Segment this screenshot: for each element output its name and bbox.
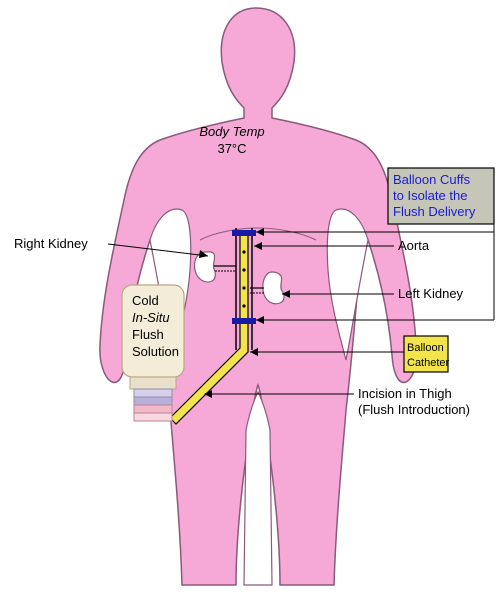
body-temp-label: Body Temp [199,124,264,139]
balloon-cuffs-line-1: Balloon Cuffs [393,172,471,187]
bottle-line-1: Cold [132,293,159,308]
leg-gap [244,392,272,585]
balloon-catheter-line-1: Balloon [407,342,444,354]
right-kidney-label: Right Kidney [14,236,88,251]
upper-balloon-cuff [232,230,256,236]
left-kidney-label: Left Kidney [398,286,464,301]
incision-line-1: Incision in Thigh [358,386,452,401]
lower-balloon-cuff [232,318,256,324]
bottle-line-3: Flush [132,327,164,342]
bottle-line-4: Solution [132,344,179,359]
aorta-label: Aorta [398,238,430,253]
incision-line-2: (Flush Introduction) [358,402,470,417]
balloon-catheter-line-2: Catheter [407,357,450,369]
left-kidney-shape [263,272,284,304]
body-temp-value: 37°C [217,141,246,156]
balloon-cuffs-line-2: to Isolate the [393,188,467,203]
balloon-cuffs-line-3: Flush Delivery [393,204,476,219]
bottle-line-2: In-Situ [132,310,170,325]
